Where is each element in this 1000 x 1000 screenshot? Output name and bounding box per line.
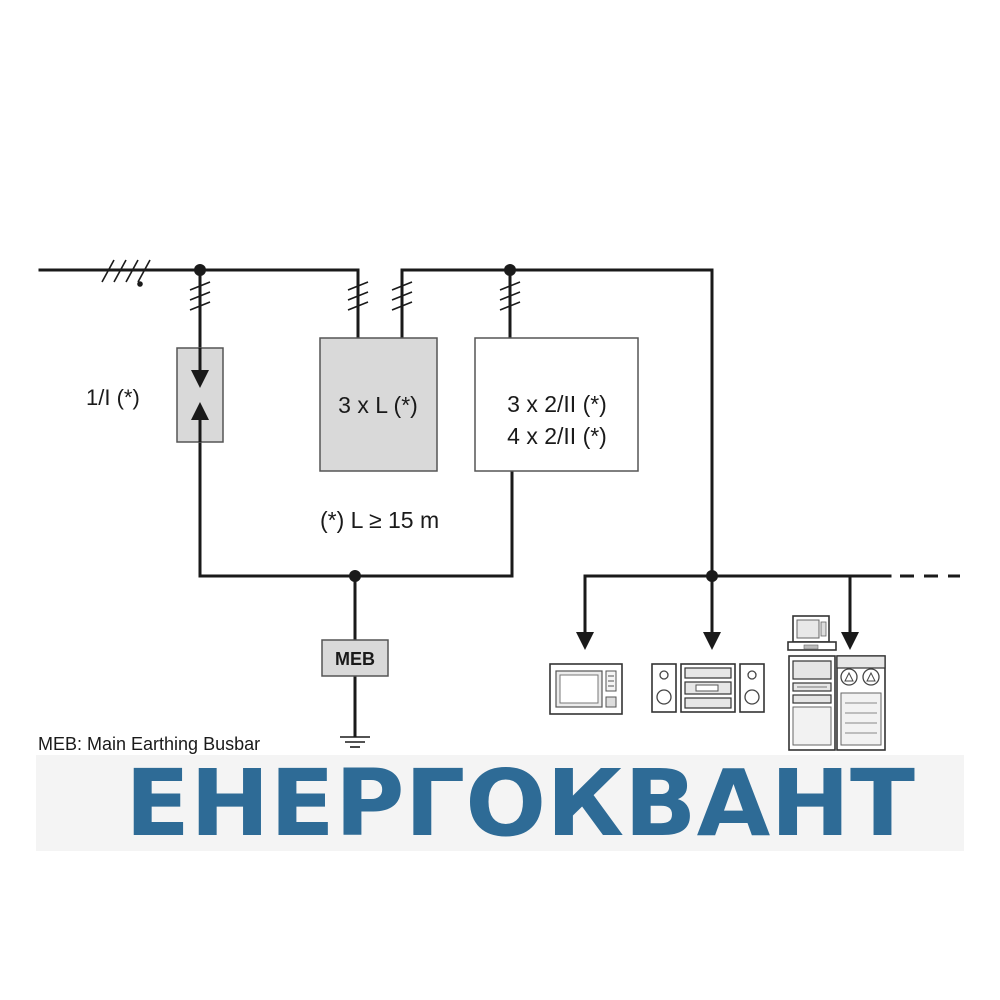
type1-spd-label: 1/I (*) xyxy=(86,385,140,410)
spd-group-left-label: 3 x L (*) xyxy=(338,392,418,418)
type1-spd xyxy=(176,347,224,443)
junctions xyxy=(194,264,718,582)
meb-legend: MEB: Main Earthing Busbar xyxy=(38,734,260,754)
arrow-down-icon xyxy=(703,632,721,650)
meb-label: MEB xyxy=(335,649,375,669)
junction-dot xyxy=(706,570,718,582)
distance-note: (*) L ≥ 15 m xyxy=(320,507,439,533)
brand-banner-backdrop xyxy=(36,755,964,851)
spark-gap-arrow-down-icon xyxy=(191,370,209,388)
spd-group-right-line1: 3 x 2/II (*) xyxy=(507,391,607,417)
computer-workstation-icon xyxy=(787,615,886,751)
arrow-down-icon xyxy=(841,632,859,650)
microwave-icon xyxy=(549,663,623,715)
brand-logo: ЕНЕРГОКВАНТ xyxy=(125,750,915,857)
spd-group-right-box xyxy=(474,337,639,472)
arrow-down-icon xyxy=(576,632,594,650)
spark-gap-arrow-up-icon xyxy=(191,402,209,420)
load-arrows xyxy=(576,632,859,650)
junction-dot xyxy=(194,264,206,276)
spd-group-left-box xyxy=(319,337,438,472)
junction-dot xyxy=(349,570,361,582)
spd-group-right-line2: 4 x 2/II (*) xyxy=(507,423,607,449)
ground-icon xyxy=(340,736,370,748)
conductor-hatches xyxy=(101,259,521,311)
stereo-system-icon xyxy=(651,663,765,713)
meb-box xyxy=(321,639,389,677)
junction-dot xyxy=(504,264,516,276)
